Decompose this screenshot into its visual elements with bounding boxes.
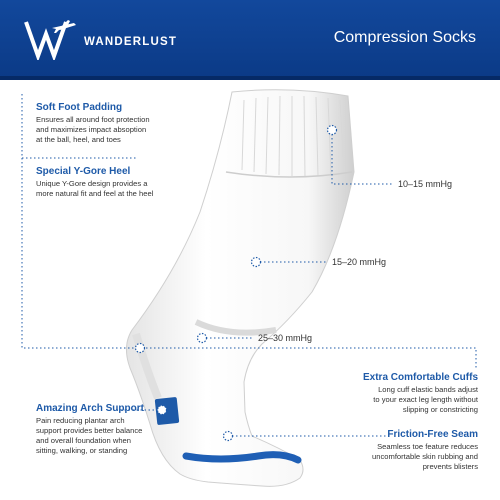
desc-line: Seamless toe feature reduces <box>377 442 478 451</box>
feature-desc-arch-support: Pain reducing plantar arch support provi… <box>36 416 142 456</box>
desc-line: prevents blisters <box>422 462 478 471</box>
desc-line: to your exact leg length without <box>373 395 478 404</box>
feature-desc-friction-free-seam: Seamless toe feature reduces uncomfortab… <box>372 442 478 472</box>
feature-title-arch-support: Amazing Arch Support <box>36 403 144 414</box>
desc-line: at the ball, heel, and toes <box>36 135 121 144</box>
feature-title-friction-free-seam: Friction-Free Seam <box>387 429 478 440</box>
feature-desc-soft-foot-padding: Ensures all around foot protection and m… <box>36 115 150 145</box>
header-stripe <box>0 76 500 80</box>
feature-title-soft-foot-padding: Soft Foot Padding <box>36 102 123 113</box>
ankle-band <box>194 319 277 336</box>
brand-name: WANDERLUST <box>84 36 178 48</box>
leader-lines <box>21 94 477 437</box>
feature-desc-y-gore-heel: Unique Y-Gore design provides a more nat… <box>36 179 153 199</box>
desc-line: Unique Y-Gore design provides a <box>36 179 148 188</box>
marker-circles <box>134 124 338 442</box>
desc-line: uncomfortable skin rubbing and <box>372 452 478 461</box>
toe-seam-band <box>182 451 302 464</box>
desc-line: and maximizes impact absoption <box>36 125 147 134</box>
feature-title-y-gore-heel: Special Y-Gore Heel <box>36 166 131 177</box>
cuff-edge <box>225 171 353 178</box>
header-bar: WANDERLUST Compression Socks <box>0 0 500 80</box>
desc-line: Long cuff elastic bands adjust <box>378 385 478 394</box>
desc-line: slipping or constricting <box>402 405 478 414</box>
compression-level-10-15: 10–15 mmHg <box>398 179 453 189</box>
wanderlust-logo-icon <box>24 20 76 60</box>
cuff-ribbing <box>241 95 345 177</box>
compression-level-15-20: 15–20 mmHg <box>332 257 387 267</box>
sock-body <box>126 89 355 487</box>
desc-line: support provides better balance <box>36 426 143 435</box>
desc-line: and overall foundation when <box>36 436 131 445</box>
compression-level-25-30: 25–30 mmHg <box>258 333 313 343</box>
heel-padding <box>132 332 162 400</box>
desc-line: more natural fit and feel at the heel <box>36 189 154 198</box>
product-title: Compression Socks <box>333 29 476 46</box>
feature-title-comfortable-cuffs: Extra Comfortable Cuffs <box>362 372 478 383</box>
desc-line: sitting, walking, or standing <box>36 446 128 455</box>
desc-line: Pain reducing plantar arch <box>36 416 125 425</box>
plane-icon <box>52 20 76 33</box>
feature-desc-comfortable-cuffs: Long cuff elastic bands adjust to your e… <box>373 385 478 415</box>
desc-line: Ensures all around foot protection <box>36 115 150 124</box>
